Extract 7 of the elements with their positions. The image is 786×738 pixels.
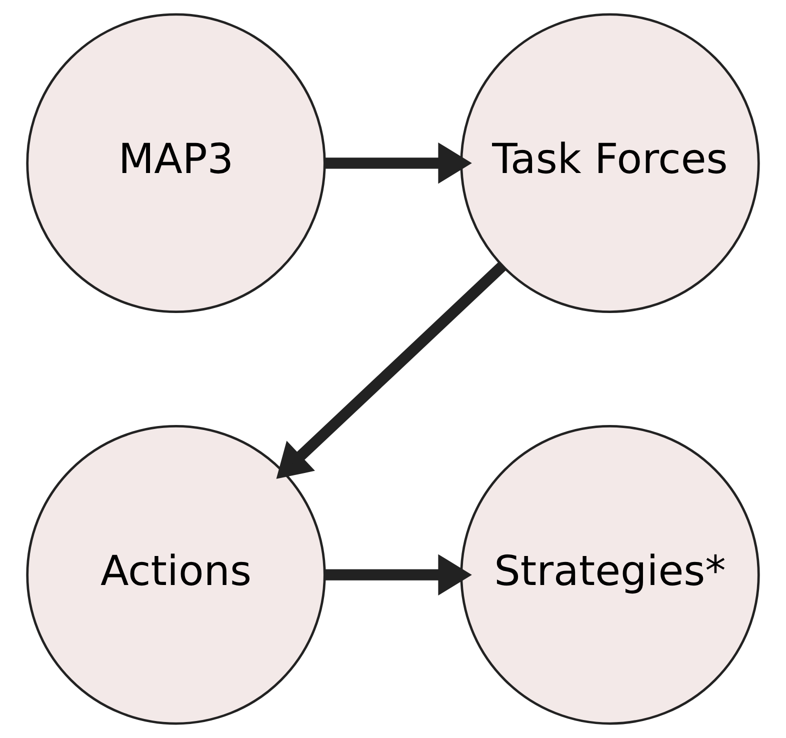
node-circle: MAP3 (26, 13, 326, 313)
arrow (324, 142, 472, 184)
arrow (276, 262, 506, 479)
node-circle: Task Forces (460, 13, 760, 313)
arrow (324, 554, 472, 596)
node-circle: Strategies* (460, 425, 760, 725)
node-circle: Actions (26, 425, 326, 725)
